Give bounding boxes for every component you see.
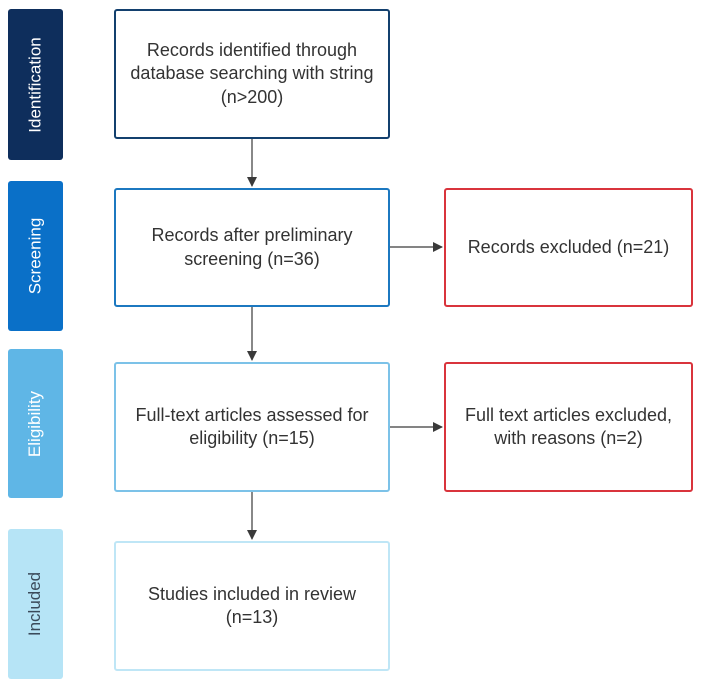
phase-identification: Identification — [8, 9, 63, 160]
phase-eligibility: Eligibility — [8, 349, 63, 498]
box-fulltext-assessed: Full-text articles assessed for eligibil… — [114, 362, 390, 492]
box-records-excluded-text: Records excluded (n=21) — [467, 236, 670, 257]
box-records-screened: Records after preliminary screening (n=3… — [114, 188, 390, 307]
box-fulltext-excluded-text: Full text articles excluded, with reason… — [464, 404, 673, 448]
box-records-excluded: Records excluded (n=21) — [444, 188, 693, 307]
box-studies-included: Studies included in review (n=13) — [114, 541, 390, 671]
box-records-screened-text: Records after preliminary screening (n=3… — [151, 225, 353, 269]
box-fulltext-excluded: Full text articles excluded, with reason… — [444, 362, 693, 492]
box-fulltext-assessed-text: Full-text articles assessed for eligibil… — [135, 404, 369, 448]
box-records-identified: Records identified through database sear… — [114, 9, 390, 139]
phase-screening: Screening — [8, 181, 63, 331]
box-studies-included-text: Studies included in review (n=13) — [147, 583, 357, 627]
phase-included: Included — [8, 529, 63, 679]
box-records-identified-text: Records identified through database sear… — [130, 39, 374, 107]
